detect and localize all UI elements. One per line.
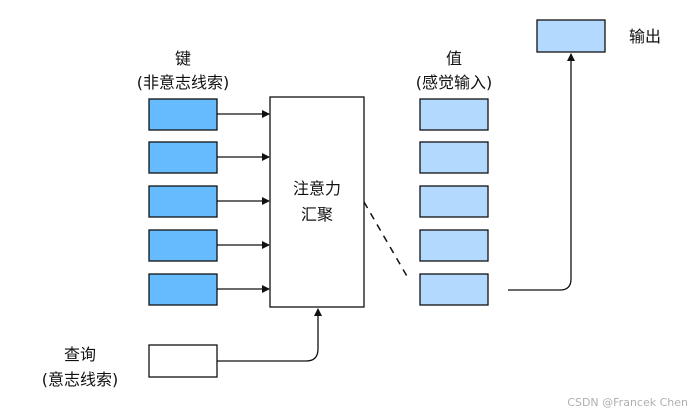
query-title: 查询 bbox=[63, 345, 96, 364]
dashed-link bbox=[363, 201, 409, 279]
values-title: 值 bbox=[445, 49, 462, 68]
query-arrow bbox=[217, 308, 322, 362]
value-box bbox=[419, 98, 489, 131]
pooling-label-line1: 注意力 bbox=[292, 179, 341, 198]
output-box bbox=[536, 19, 606, 53]
attention-pooling-box bbox=[269, 96, 365, 308]
key-box bbox=[148, 98, 218, 131]
values-subtitle: (感觉输入) bbox=[415, 73, 493, 92]
value-box bbox=[419, 229, 489, 262]
key-box bbox=[148, 141, 218, 174]
key-arrows bbox=[217, 110, 270, 293]
key-box bbox=[148, 273, 218, 306]
output-arrow bbox=[508, 53, 575, 291]
key-box bbox=[148, 229, 218, 262]
query-box bbox=[148, 344, 218, 378]
value-box bbox=[419, 273, 489, 306]
pooling-label-line2: 汇聚 bbox=[300, 205, 333, 224]
query-subtitle: (意志线索) bbox=[41, 370, 119, 389]
watermark: CSDN @Francek Chen bbox=[567, 396, 688, 409]
key-box bbox=[148, 185, 218, 218]
value-box bbox=[419, 185, 489, 218]
value-boxes bbox=[419, 98, 489, 306]
value-box bbox=[419, 141, 489, 174]
output-label: 输出 bbox=[628, 27, 661, 46]
key-boxes bbox=[148, 98, 218, 306]
keys-subtitle: (非意志线索) bbox=[136, 73, 230, 92]
keys-title: 键 bbox=[174, 49, 191, 68]
